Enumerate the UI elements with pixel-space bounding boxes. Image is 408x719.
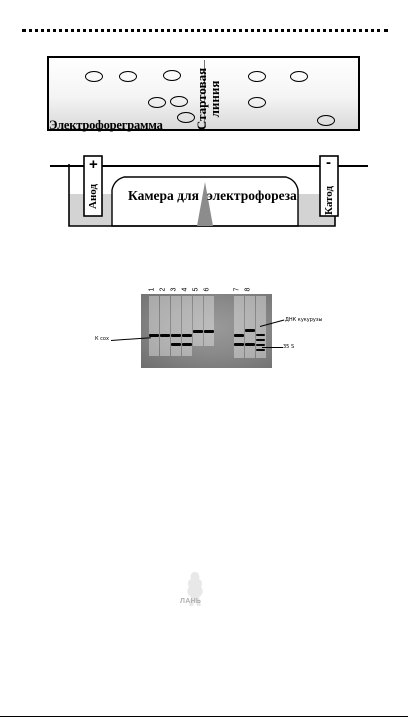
lane-number: 3 — [170, 287, 178, 292]
watermark-text: ЛАНЬ — [180, 598, 202, 605]
start-line-label: Стартовая линия — [194, 67, 222, 131]
lane-number: 5 — [192, 287, 200, 292]
lane-smear — [149, 296, 159, 356]
gel-photo — [141, 294, 272, 368]
gel-band — [245, 343, 255, 346]
lane-number: 2 — [159, 287, 167, 292]
spot — [119, 71, 137, 82]
anode-label: Анод — [87, 183, 99, 209]
gel-band — [171, 334, 181, 337]
lane-smear — [182, 296, 192, 356]
lane-number: 8 — [244, 287, 252, 292]
sample-well — [197, 182, 213, 226]
gel-label-right-top: ДНК кукурузы — [285, 317, 323, 323]
lane-number: 6 — [203, 287, 211, 292]
chamber-label-left: Камера для — [128, 188, 199, 203]
lane-smear — [256, 296, 266, 358]
spot — [290, 71, 308, 82]
cathode-box — [319, 155, 339, 217]
doe-logo-icon — [187, 572, 203, 606]
electrophoregram-label: Электрофореграмма — [49, 118, 163, 132]
gel-band — [256, 334, 265, 336]
gel-band — [149, 334, 159, 337]
spot — [317, 115, 335, 126]
start-line — [204, 60, 205, 128]
anode-box — [83, 155, 103, 217]
footer-rule — [0, 716, 408, 717]
spot — [177, 112, 195, 123]
header-dotted-rule — [22, 29, 388, 32]
spot — [163, 70, 181, 81]
cathode-label: Катод — [323, 185, 335, 215]
lane-smear — [204, 296, 214, 346]
lane-number: 1 — [148, 287, 156, 292]
lane-smear — [171, 296, 181, 356]
gel-band — [171, 343, 181, 346]
lane-smear — [160, 296, 170, 356]
gel-band — [256, 344, 265, 346]
anode-plus-icon: + — [89, 156, 98, 173]
gel-band — [204, 330, 214, 333]
electrophoregram-panel: Стартовая линия Электрофореграмма — [47, 56, 360, 132]
lane-number: 7 — [233, 287, 241, 292]
gel-leader-line — [262, 347, 283, 348]
lane-smear — [245, 296, 255, 358]
chamber-label-right: электрофореза — [207, 188, 297, 203]
gel-band — [256, 339, 265, 341]
chamber-drawing — [50, 155, 368, 227]
gel-band — [182, 334, 192, 337]
gel-band — [234, 334, 244, 337]
gel-band — [182, 343, 192, 346]
lane-smear — [234, 296, 244, 358]
gel-label-left: К сох — [95, 336, 109, 342]
spot — [148, 97, 166, 108]
spot — [170, 96, 188, 107]
electrophoresis-chamber: + - Анод Катод — [0, 150, 408, 240]
spot — [248, 97, 266, 108]
gel-band — [234, 343, 244, 346]
gel-band — [256, 349, 265, 351]
gel-band — [160, 334, 170, 337]
cathode-minus-icon: - — [326, 154, 331, 171]
gel-band — [193, 330, 203, 333]
lane-smear — [193, 296, 203, 346]
gel-band — [245, 329, 255, 332]
spot — [85, 71, 103, 82]
spot — [248, 71, 266, 82]
lane-number: 4 — [181, 287, 189, 292]
gel-label-right-bottom: 35 S — [283, 344, 295, 350]
